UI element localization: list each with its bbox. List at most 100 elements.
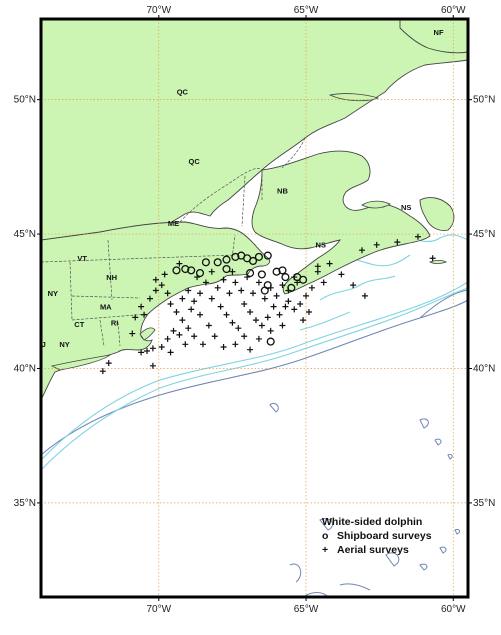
shipboard-legend-label: Shipboard surveys (337, 530, 432, 542)
aerial-sighting-marker (138, 349, 145, 356)
shipboard-sighting-marker (172, 266, 181, 275)
aerial-sighting-marker (132, 314, 139, 321)
right-tick-label: 50°N (473, 95, 495, 106)
aerial-sighting-marker (308, 284, 315, 291)
right-tick-label: 45°N (473, 229, 495, 240)
shipboard-sighting-marker (263, 251, 272, 260)
aerial-sighting-marker (167, 300, 174, 307)
shipboard-sighting-marker (195, 269, 205, 278)
aerial-sighting-marker (99, 368, 106, 375)
aerial-sighting-marker (179, 317, 186, 324)
aerial-sighting-marker (161, 271, 168, 278)
aerial-sighting-marker (300, 317, 307, 324)
aerial-sighting-marker (350, 282, 357, 289)
aerial-sighting-marker (149, 362, 156, 369)
aerial-legend-symbol: + (322, 544, 328, 556)
aerial-sighting-marker (270, 303, 277, 310)
region-label: NF (434, 28, 444, 37)
aerial-sighting-marker (229, 268, 236, 275)
left-tick-label: 45°N (14, 229, 36, 240)
top-tick-label: 65°W (294, 5, 319, 16)
aerial-sighting-marker (205, 322, 212, 329)
aerial-sighting-marker (361, 292, 368, 299)
aerial-sighting-marker (176, 260, 183, 267)
aerial-sighting-marker (338, 271, 345, 278)
aerial-sighting-marker (282, 303, 289, 310)
shipboard-sighting-marker (278, 266, 287, 275)
aerial-sighting-marker (191, 333, 198, 340)
aerial-sighting-marker (194, 274, 201, 281)
aerial-sighting-marker (152, 287, 159, 294)
region-label: QC (189, 157, 201, 166)
shipboard-sighting-marker (248, 256, 258, 266)
new-england-landmass (41, 221, 271, 401)
aerial-sighting-marker (158, 343, 165, 350)
aerial-sighting-marker (314, 268, 321, 275)
shipboard-sighting-marker (281, 273, 290, 282)
shipboard-sighting-marker (260, 286, 269, 295)
aerial-sighting-marker (279, 282, 286, 289)
aerial-sighting-marker (138, 303, 145, 310)
region-label: NY (59, 340, 69, 349)
aerial-sighting-marker (167, 349, 174, 356)
anticosti-island (328, 93, 380, 102)
aerial-sighting-marker (241, 333, 248, 340)
map-frame (39, 17, 470, 599)
aerial-sighting-marker (247, 309, 254, 316)
region-label: NS (316, 241, 326, 250)
aerial-sighting-marker (314, 263, 321, 270)
legend-title: White-sided dolphin (322, 516, 422, 528)
deep-water-contour (41, 299, 468, 456)
maritimes-landmass (251, 150, 431, 295)
region-label: NY (48, 289, 58, 298)
left-tick-label: 50°N (14, 95, 36, 106)
aerial-sighting-marker (250, 290, 257, 297)
aerial-sighting-marker (414, 233, 421, 240)
aerial-legend-label: Aerial surveys (337, 544, 409, 556)
shipboard-sighting-marker (254, 252, 263, 261)
aerial-sighting-marker (185, 287, 192, 294)
aerial-sighting-marker (273, 292, 280, 299)
aerial-sighting-marker (358, 247, 365, 254)
aerial-sighting-marker (320, 279, 327, 286)
aerial-sighting-marker (232, 279, 239, 286)
top-tick-label: 70°W (147, 5, 172, 16)
aerial-sighting-marker (255, 335, 262, 342)
aerial-sighting-marker (232, 341, 239, 348)
aerial-sighting-marker (285, 298, 292, 305)
aerial-sighting-marker (105, 360, 112, 367)
aerial-sighting-marker (373, 241, 380, 248)
shipboard-sighting-marker (181, 264, 190, 274)
aerial-sighting-marker (303, 292, 310, 299)
aerial-sighting-marker (326, 260, 333, 267)
deep-water-contour (269, 289, 468, 597)
shipboard-sightings (172, 251, 308, 346)
aerial-sighting-marker (229, 319, 236, 326)
aerial-sighting-marker (217, 303, 224, 310)
aerial-sighting-marker (220, 276, 227, 283)
shipboard-sighting-marker (266, 337, 275, 346)
aerial-sighting-marker (258, 322, 265, 329)
aerial-sighting-marker (185, 325, 192, 332)
aerial-sighting-marker (429, 255, 436, 262)
shipboard-sighting-marker (231, 252, 240, 261)
aerial-sighting-marker (211, 333, 218, 340)
aerial-sighting-marker (276, 311, 283, 318)
pei-island (361, 200, 391, 209)
aerial-sighting-marker (188, 306, 195, 313)
aerial-sighting-marker (247, 346, 254, 353)
region-label: MA (100, 302, 112, 311)
aerial-sighting-marker (208, 295, 215, 302)
shipboard-sighting-marker (299, 275, 308, 284)
aerial-sighting-marker (264, 314, 271, 321)
shipboard-sighting-marker (272, 267, 281, 276)
aerial-sighting-marker (179, 295, 186, 302)
aerial-sighting-marker (291, 306, 298, 313)
aerial-sighting-marker (267, 327, 274, 334)
aerial-sighting-marker (255, 279, 262, 286)
aerial-sighting-marker (202, 279, 209, 286)
legend: White-sided dolphin o Shipboard surveys … (322, 516, 432, 556)
